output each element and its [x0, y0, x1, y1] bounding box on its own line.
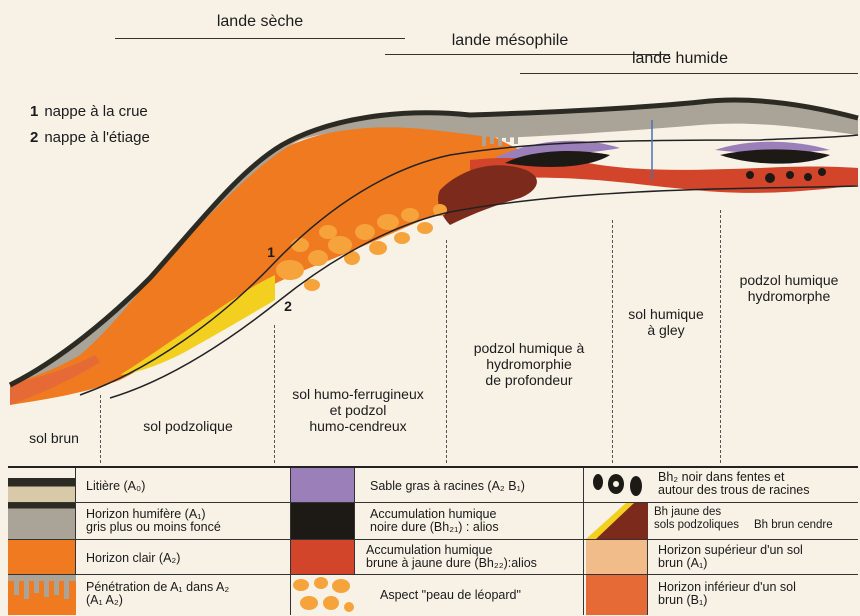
- legend-sable: Sable gras à racines (A₂ B₁): [370, 480, 525, 493]
- swatch-bh-jaune-brun: [586, 503, 648, 539]
- sol-brun-label: sol brun: [14, 430, 94, 446]
- gley-line-1: sol humique: [614, 306, 718, 322]
- swatch-brun-sup: [586, 540, 648, 574]
- legend-litiere: Litière (A₀): [86, 480, 145, 493]
- legend-penetration: Pénétration de A₁ dans A₂ (A₁ A₂): [86, 581, 229, 607]
- gley-line-2: à gley: [614, 322, 718, 338]
- sol-podzolique-label: sol podzolique: [118, 418, 258, 434]
- swatch-bh2-noir: [586, 468, 648, 502]
- swatch-litiere: [8, 468, 76, 502]
- sol-gley-label: sol humique à gley: [614, 306, 718, 338]
- lande-seche-line: [115, 38, 405, 39]
- legend-row-2: Horizon humifère (A₁) gris plus ou moins…: [8, 503, 858, 540]
- bh-jaune-line-1: Bh jaune des: [654, 506, 739, 519]
- brun-inf-line-2: brun (B₁): [658, 594, 796, 607]
- nappe-2-label: nappe à l'étiage: [44, 129, 149, 146]
- penetration-line-2: (A₁ A₂): [86, 594, 229, 607]
- nappe-legend-2: 2 nappe à l'étiage: [30, 130, 150, 146]
- podzol-profondeur-label: podzol humique à hydromorphie de profond…: [448, 340, 610, 388]
- zone-separator-1: [100, 395, 101, 463]
- swatch-accum-brune: [291, 540, 355, 574]
- bh2-line-2: autour des trous de racines: [658, 484, 809, 497]
- profile-mark-2: 2: [282, 298, 294, 314]
- nappe-legend-1: 1 nappe à la crue: [30, 104, 148, 120]
- sol-humo-line-2: et podzol: [270, 402, 446, 418]
- brun-sup-line-2: brun (A₁): [658, 557, 803, 570]
- lande-humide-label: lande humide: [600, 51, 760, 67]
- accum-brune-line-2: brune à jaune dure (Bh₂₂):alios: [366, 557, 537, 570]
- podzol-prof-line-3: de profondeur: [448, 372, 610, 388]
- humifere-line-2: gris plus ou moins foncé: [86, 521, 221, 534]
- zone-separator-4: [612, 220, 613, 463]
- swatch-humifere: [8, 503, 76, 539]
- legend-bh-brun: Bh brun cendre: [754, 519, 833, 532]
- legend-col-2-border: [583, 468, 584, 502]
- swatch-penetration: [8, 575, 76, 615]
- zone-separator-5: [720, 210, 721, 463]
- swatch-brun-inf: [586, 575, 648, 615]
- lande-humide-line: [520, 73, 858, 74]
- sol-humo-label: sol humo-ferrugineux et podzol humo-cend…: [270, 386, 446, 434]
- legend-accum-brune: Accumulation humique brune à jaune dure …: [366, 544, 537, 570]
- profile-mark-1: 1: [265, 244, 277, 260]
- podzol-prof-line-1: podzol humique à: [448, 340, 610, 356]
- legend-row-3: Horizon clair (A₂) Accumulation humique …: [8, 540, 858, 575]
- sol-humo-line-1: sol humo-ferrugineux: [270, 386, 446, 402]
- legend-clair: Horizon clair (A₂): [86, 552, 180, 565]
- hydro-line-1: podzol humique: [722, 272, 856, 288]
- lande-seche-label: lande sèche: [190, 14, 330, 30]
- sol-humo-line-3: humo-cendreux: [270, 418, 446, 434]
- legend-table: Litière (A₀) Sable gras à racines (A₂ B₁…: [8, 466, 858, 616]
- lande-mesophile-label: lande mésophile: [420, 33, 600, 49]
- legend-humifere: Horizon humifère (A₁) gris plus ou moins…: [86, 508, 221, 534]
- podzol-prof-line-2: hydromorphie: [448, 356, 610, 372]
- bh-jaune-line-2: sols podzoliques: [654, 519, 739, 532]
- legend-brun-sup: Horizon supérieur d'un sol brun (A₁): [658, 544, 803, 570]
- swatch-sable: [291, 468, 355, 502]
- nappe-1-label: nappe à la crue: [44, 103, 147, 120]
- legend-row-4: Pénétration de A₁ dans A₂ (A₁ A₂) Aspect…: [8, 575, 858, 615]
- swatch-accum-noire: [291, 503, 355, 539]
- legend-col-2-border: [583, 540, 584, 574]
- nappe-2-number: 2: [30, 129, 38, 146]
- podzol-hydromorphe-label: podzol humique hydromorphe: [722, 272, 856, 304]
- hydro-line-2: hydromorphe: [722, 288, 856, 304]
- accum-noire-line-2: noire dure (Bh₂₁) : alios: [370, 521, 499, 534]
- legend-col-2-border: [583, 575, 584, 615]
- zone-separator-3: [446, 240, 447, 463]
- nappe-1-number: 1: [30, 103, 38, 120]
- legend-bh-jaune: Bh jaune des sols podzoliques: [654, 506, 739, 532]
- legend-col-2-border: [583, 503, 584, 539]
- legend-brun-inf: Horizon inférieur d'un sol brun (B₁): [658, 581, 796, 607]
- legend-bh2-noir: Bh₂ noir dans fentes et autour des trous…: [658, 471, 809, 497]
- swatch-leopard: [291, 575, 355, 615]
- legend-accum-noire: Accumulation humique noire dure (Bh₂₁) :…: [370, 508, 499, 534]
- swatch-clair: [8, 540, 76, 574]
- legend-row-1: Litière (A₀) Sable gras à racines (A₂ B₁…: [8, 468, 858, 503]
- legend-leopard: Aspect "peau de léopard": [380, 589, 521, 602]
